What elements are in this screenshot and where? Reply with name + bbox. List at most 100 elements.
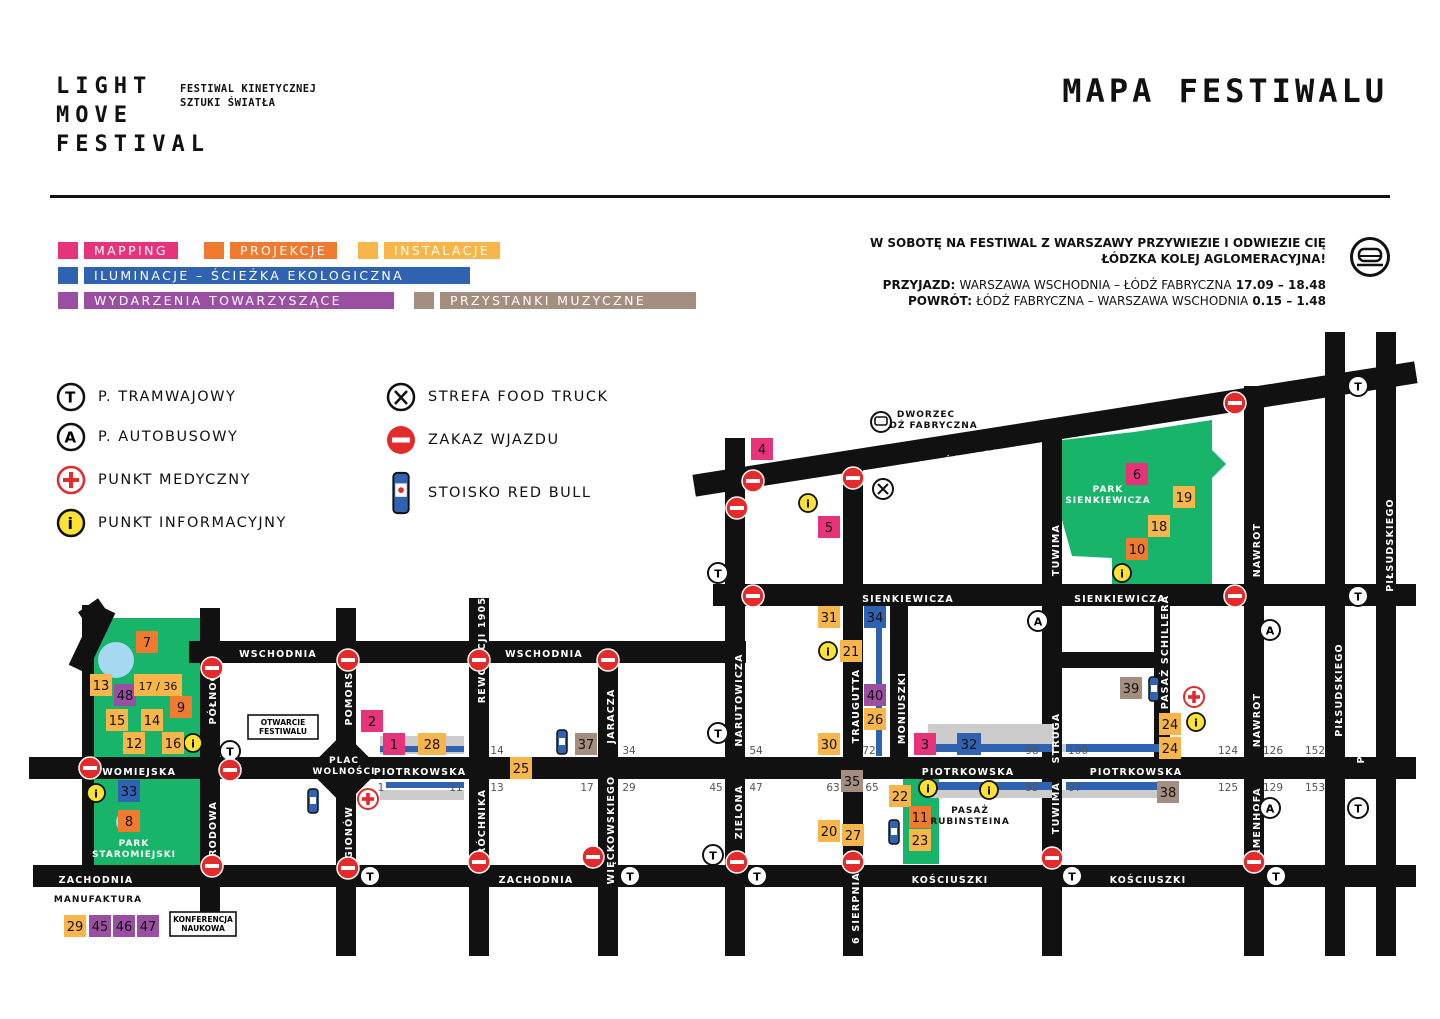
event-point-marker [118,810,140,832]
event-point[interactable]: 39 [1120,677,1142,699]
event-point[interactable]: 27 [842,824,864,846]
tram-stop-icon [707,562,729,584]
category-label: ILUMINACJE – ŚCIEŻKA EKOLOGICZNA [84,267,470,284]
event-point[interactable]: 28 [418,733,446,755]
mapping-swatch [58,242,78,259]
logo-line-2: MOVE [56,103,133,128]
no-entry-bar [83,766,97,770]
event-point[interactable]: 33 [118,780,140,802]
event-point-marker [909,829,931,851]
train-icon [1350,237,1390,277]
event-point[interactable]: 12 [123,732,145,754]
no-entry-bar [1045,856,1059,860]
tram-stop-icon-glyph: T [1354,381,1362,394]
event-point[interactable]: 15 [106,709,128,731]
event-point[interactable]: 45 [89,915,111,937]
red-bull-can-label [559,738,565,745]
event-point[interactable]: 1 [383,733,405,755]
event-point-number: 47 [140,920,157,935]
event-point[interactable]: 29 [64,915,86,937]
event-point-number: 33 [121,785,138,800]
category-instalacje: INSTALACJE [358,242,501,259]
tram-stop-icon-glyph: T [714,728,722,741]
address-number: 45 [709,782,722,794]
event-point-number: 19 [1176,491,1193,506]
legend-tram: T P. TRAMWAJOWY [56,382,236,412]
event-point[interactable]: 13 [90,674,112,696]
event-point[interactable]: 5 [818,516,840,538]
festival-logo: LIGHT MOVE FESTIVAL [56,72,210,159]
address-number: 152 [1305,745,1325,757]
street-label: JARACZA [606,688,617,744]
event-point[interactable]: 37 [575,733,597,755]
street-label: WIĘCKOWSKIEGO [606,776,617,885]
sidewalk-strip [1062,790,1162,798]
event-point[interactable]: 2 [361,710,383,732]
tram-stop-icon-glyph: T [709,850,717,863]
category-label: PROJEKCJE [230,242,338,259]
event-point[interactable]: 35 [841,770,863,792]
instalacje-swatch [358,242,378,259]
event-point[interactable]: 48 [114,684,136,706]
medical-point-icon [56,465,86,495]
event-point-marker [418,733,446,755]
event-point[interactable]: 20 [818,820,840,842]
event-point[interactable]: 46 [113,915,135,937]
place-label: DWORZEC [897,410,955,420]
event-point-number: 23 [912,834,929,849]
event-point[interactable]: 25 [510,757,532,779]
info-point-icon [979,780,999,800]
event-point[interactable]: 34 [864,606,886,628]
event-point[interactable]: 14 [141,709,163,731]
tram-stop-icon [1265,865,1287,887]
event-point[interactable]: 19 [1173,486,1195,508]
event-point[interactable]: 3 [914,733,936,755]
event-point[interactable]: 38 [1157,781,1179,803]
event-point[interactable]: 24 [1159,713,1181,735]
event-point[interactable]: 24 [1159,737,1181,759]
event-point[interactable]: 18 [1148,515,1170,537]
event-point[interactable]: 17 / 36 [134,674,182,696]
category-przystanki: PRZYSTANKI MUZYCZNE [414,292,696,309]
medical-cross [362,797,374,801]
address-number: 100 [1068,745,1088,757]
street-label: NOWOMIEJSKA [84,767,176,778]
event-point[interactable]: 40 [864,684,886,706]
event-point-marker [136,631,158,653]
arrival-time: 17.09 – 18.48 [1235,278,1326,292]
event-point[interactable]: 7 [136,631,158,653]
return-row: POWRÓT: ŁÓDŹ FABRYCZNA – WARSZAWA WSCHOD… [870,293,1326,309]
event-point[interactable]: 26 [864,708,886,730]
event-point-number: 13 [93,679,110,694]
event-point[interactable]: 10 [1126,538,1148,560]
plac-wolnosci [307,732,381,806]
tram-stop-icon-glyph: T [1354,591,1362,604]
event-point[interactable]: 32 [957,733,981,755]
callout-text: KONFERENCJA [173,915,233,924]
place-label: SIENKIEWICZA [1065,496,1150,506]
event-point-marker [1126,538,1148,560]
return-route: ŁÓDŹ FABRYCZNA – WARSZAWA WSCHODNIA [976,294,1249,308]
event-point[interactable]: 6 [1126,463,1148,485]
event-point[interactable]: 22 [889,785,911,807]
event-point[interactable]: 30 [818,733,840,755]
event-point[interactable]: 23 [909,829,931,851]
tram-stop-icon: T [56,382,86,412]
red-bull-can-label [310,797,316,804]
event-point[interactable]: 8 [118,810,140,832]
return-time: 0.15 – 1.48 [1252,294,1326,308]
category-label: PRZYSTANKI MUZYCZNE [440,292,696,309]
place-label: STAROMIEJSKI [92,850,176,860]
event-point[interactable]: 11 [909,806,931,828]
event-point[interactable]: 4 [751,438,773,460]
event-point[interactable]: 31 [818,606,840,628]
event-point[interactable]: 47 [137,915,159,937]
event-point[interactable]: 21 [840,640,862,662]
event-point[interactable]: 9 [170,696,192,718]
event-point-marker [64,915,86,937]
tram-stop-icon [702,844,724,866]
legend-medical-label: PUNKT MEDYCZNY [98,472,251,488]
event-point[interactable]: 16 [162,732,184,754]
